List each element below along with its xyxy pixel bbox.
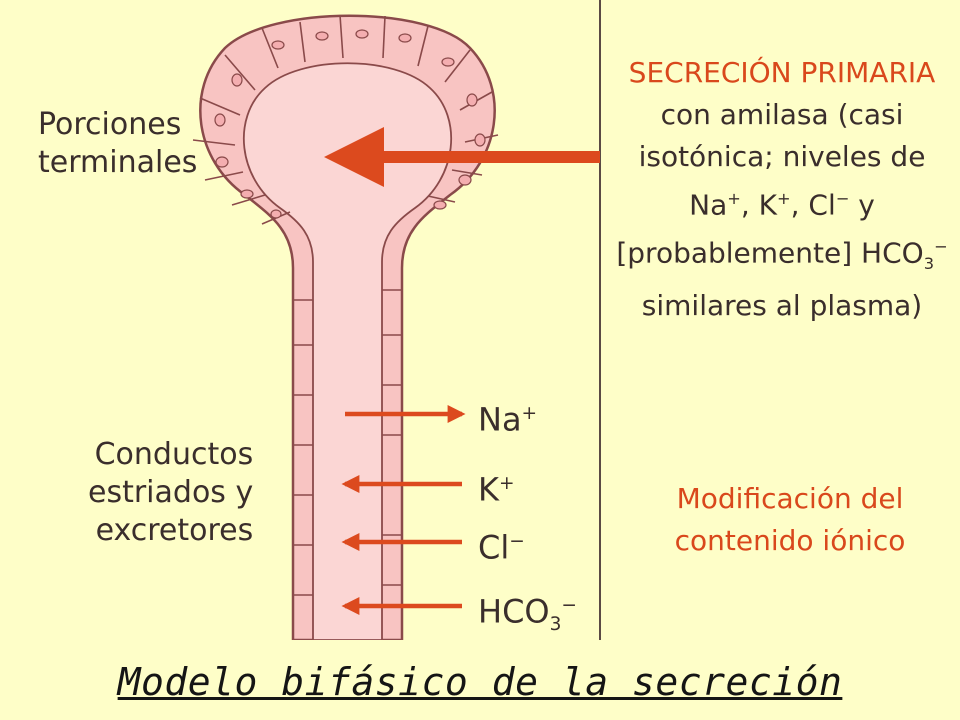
acinar-cells <box>192 14 499 225</box>
primary-secretion-notes: SECRECIÓN PRIMARIA con amilasa (casi iso… <box>612 52 952 327</box>
label-ducts-line-1: Conductos <box>94 437 254 472</box>
modification-line-2: contenido iónico <box>674 524 906 557</box>
primary-line-2: isotónica; niveles de <box>638 140 926 173</box>
label-terminal-line-2: terminales <box>38 145 198 180</box>
label-ducts-line-2: estriados y <box>88 475 254 510</box>
figure-panel: Porciones terminales Conductos estriados… <box>38 0 952 640</box>
acinus-lumen <box>243 62 452 640</box>
salivary-gland-diagram <box>192 0 601 640</box>
ion-label-k: K+ <box>478 470 515 509</box>
label-ducts: Conductos estriados y excretores <box>88 436 253 550</box>
label-terminal-portions: Porciones terminales <box>38 106 197 182</box>
primary-secretion-title: SECRECIÓN PRIMARIA <box>628 56 936 89</box>
ion-label-cl: Cl− <box>478 528 525 567</box>
label-ducts-line-3: excretores <box>95 513 254 548</box>
primary-line-5: similares al plasma) <box>641 289 923 323</box>
label-terminal-line-1: Porciones <box>38 107 182 142</box>
primary-line-1: con amilasa (casi <box>660 98 904 131</box>
ionic-modification-label: Modificación del contenido iónico <box>640 478 940 562</box>
modification-line-1: Modificación del <box>676 482 904 515</box>
ion-label-hco3: HCO3− <box>478 592 577 636</box>
primary-line-4: [probablemente] HCO3− <box>616 236 948 274</box>
slide-caption: Modelo bifásico de la secreción <box>117 660 843 704</box>
ion-label-na: Na+ <box>478 400 538 439</box>
cell-nuclei <box>214 29 486 219</box>
primary-line-3: Na+, K+, Cl− y <box>689 188 875 222</box>
